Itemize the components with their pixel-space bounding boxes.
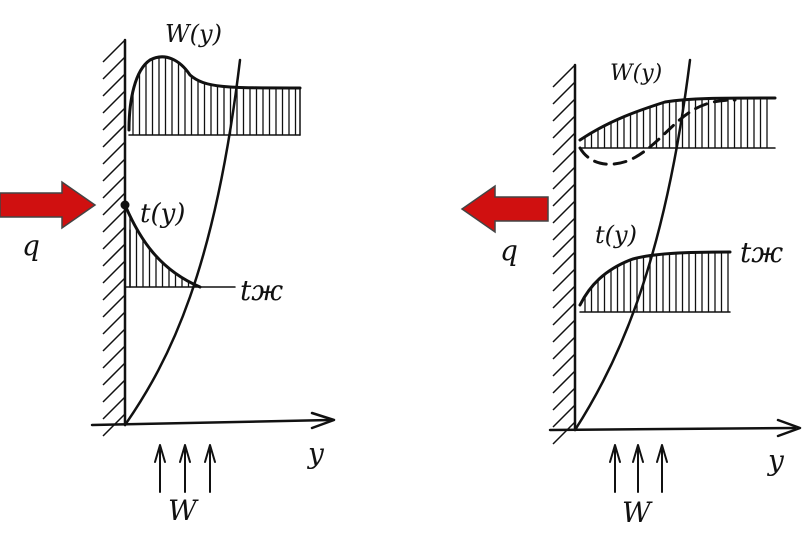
velocity-profile-left bbox=[127, 55, 302, 136]
axis-label-left: y bbox=[306, 437, 325, 470]
wall-hatch-stroke bbox=[552, 149, 576, 173]
temperature-curve-left bbox=[123, 203, 202, 289]
wall-hatch-stroke bbox=[552, 64, 576, 88]
heat-label-left: q bbox=[22, 229, 40, 262]
wall-hatch-stroke bbox=[552, 115, 576, 139]
wall-hatch-stroke bbox=[552, 200, 576, 224]
wall-hatch-stroke bbox=[102, 396, 126, 420]
temp-label-left: t(y) bbox=[140, 199, 185, 229]
wall-hatch-stroke bbox=[552, 166, 576, 190]
wall-temp-point-left bbox=[120, 200, 130, 210]
wall-hatch-stroke bbox=[102, 192, 126, 216]
wall-hatch-stroke bbox=[552, 285, 576, 309]
wall-hatch-stroke bbox=[102, 141, 126, 165]
heat-flux-arrow-left bbox=[0, 180, 97, 230]
wall-hatch-stroke bbox=[102, 294, 126, 318]
wall-hatch-stroke bbox=[552, 421, 576, 445]
heat-arrow-shape-left bbox=[0, 180, 97, 230]
panel-right: W(y) t(y) tж q y W bbox=[460, 58, 802, 529]
panel-left: W(y) t(y) tж q y W bbox=[0, 20, 336, 527]
wall-hatch-stroke bbox=[552, 217, 576, 241]
boundary-layer-curve-left bbox=[123, 58, 242, 427]
wall-hatch-stroke bbox=[102, 56, 126, 80]
wall-hatch-stroke bbox=[102, 39, 126, 63]
temp-label-right: t(y) bbox=[595, 221, 637, 249]
wall-hatch-stroke bbox=[102, 277, 126, 301]
wall-hatch-stroke bbox=[102, 379, 126, 403]
wall-hatch-stroke bbox=[102, 107, 126, 131]
wall-hatch-stroke bbox=[552, 336, 576, 360]
wall-hatch-stroke bbox=[552, 387, 576, 411]
wall-hatch-stroke bbox=[102, 362, 126, 386]
velocity-curve-right bbox=[578, 96, 777, 142]
heat-flux-arrow-right bbox=[460, 184, 549, 234]
wall-hatch-stroke bbox=[552, 353, 576, 377]
wall-hatch-stroke bbox=[102, 311, 126, 335]
temperature-hatch-right bbox=[584, 252, 729, 312]
wall-hatch-stroke bbox=[102, 260, 126, 284]
flow-label-left: W bbox=[168, 494, 199, 527]
wall-hatch-stroke bbox=[102, 73, 126, 97]
wall-hatch-stroke bbox=[552, 81, 576, 105]
wall-hatch-stroke bbox=[552, 302, 576, 326]
temperature-curve-right bbox=[578, 250, 732, 307]
wall-hatch-stroke bbox=[552, 251, 576, 275]
wall-hatch-stroke bbox=[102, 124, 126, 148]
wall-hatch-stroke bbox=[102, 226, 126, 250]
wall-hatch-stroke bbox=[552, 98, 576, 122]
velocity-label-left: W(y) bbox=[165, 20, 222, 48]
wall-hatch-stroke bbox=[102, 90, 126, 114]
wall-hatch-stroke bbox=[552, 404, 576, 428]
velocity-label-right: W(y) bbox=[610, 61, 662, 86]
flow-arrows-right bbox=[609, 444, 668, 493]
wall-hatching-right bbox=[552, 64, 576, 445]
flow-label-right: W bbox=[622, 496, 653, 529]
wall-hatch-stroke bbox=[552, 319, 576, 343]
velocity-profile-right bbox=[578, 96, 777, 166]
wall-hatch-stroke bbox=[102, 158, 126, 182]
y-axis-left bbox=[90, 411, 336, 430]
wall-hatch-stroke bbox=[552, 370, 576, 394]
wall-hatch-stroke bbox=[102, 345, 126, 369]
velocity-dashed-curve-right bbox=[578, 98, 737, 166]
wall-hatch-stroke bbox=[552, 132, 576, 156]
wall-hatch-stroke bbox=[102, 175, 126, 199]
wall-hatch-stroke bbox=[552, 234, 576, 258]
heat-label-right: q bbox=[500, 234, 518, 267]
wall-hatch-stroke bbox=[552, 183, 576, 207]
temperature-profile-right bbox=[578, 250, 732, 313]
flow-arrows-left bbox=[154, 444, 216, 493]
wall-hatch-stroke bbox=[552, 268, 576, 292]
velocity-curve-left bbox=[127, 55, 302, 132]
wall-hatching-left bbox=[102, 39, 126, 437]
velocity-hatch-left bbox=[132, 56, 297, 135]
wall-hatch-stroke bbox=[102, 243, 126, 267]
y-axis-right bbox=[548, 418, 802, 438]
heat-arrow-shape-right bbox=[460, 184, 549, 234]
fluid-temp-label-left: tж bbox=[240, 274, 283, 307]
axis-label-right: y bbox=[766, 444, 785, 477]
boundary-layer-curve-right bbox=[573, 58, 692, 432]
wall-hatch-stroke bbox=[102, 328, 126, 352]
fluid-temp-label-right: tж bbox=[740, 236, 783, 269]
wall-hatch-stroke bbox=[102, 209, 126, 233]
